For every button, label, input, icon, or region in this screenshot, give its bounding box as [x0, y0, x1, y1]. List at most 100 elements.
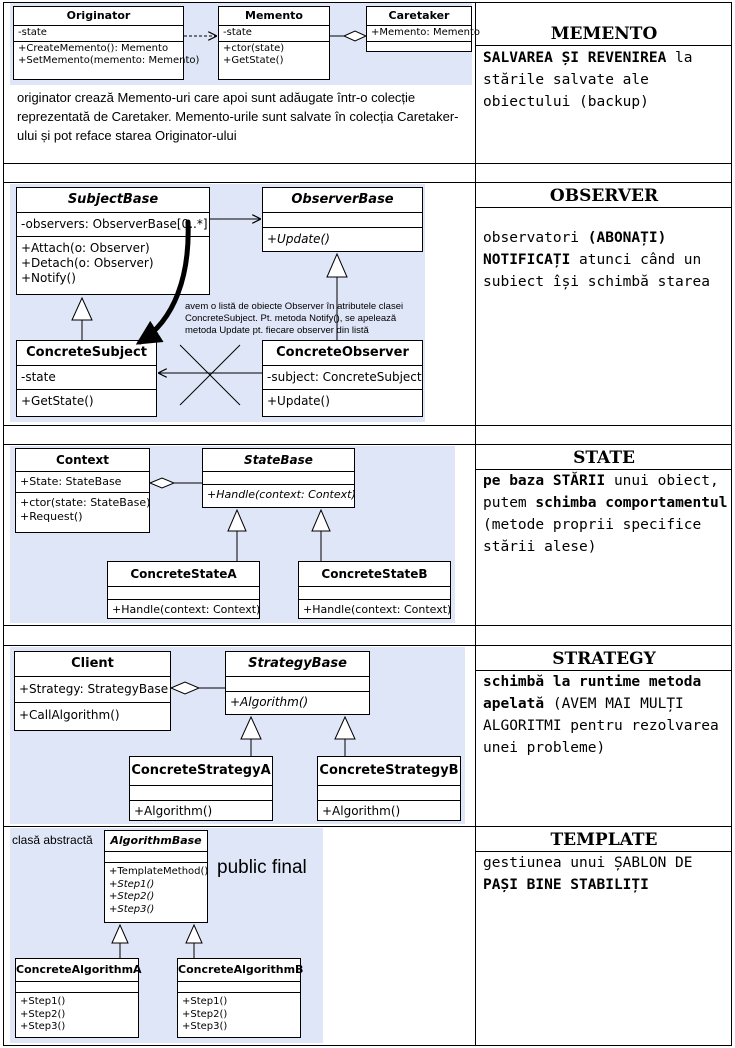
- class-state-base: StateBase +Handle(context: Context): [202, 448, 356, 508]
- class-attrs: [226, 677, 369, 692]
- class-concrete-subject: ConcreteSubject -state +GetState(): [16, 340, 157, 417]
- class-client: Client +Strategy: StrategyBase +CallAlgo…: [14, 651, 171, 731]
- class-ops: +GetState(): [21, 394, 94, 408]
- class-name: Caretaker: [367, 7, 471, 26]
- desc-fragment: (AVEM MAI MULȚI ALGORITMI pentru rezolva…: [483, 696, 719, 756]
- class-observer-base: ObserverBase +Update(): [262, 187, 423, 252]
- title-memento: MEMENTO: [550, 24, 658, 44]
- class-ops: +CreateMemento(): Memento+SetMemento(mem…: [18, 42, 200, 67]
- class-name: ConcreteObserver: [263, 341, 422, 366]
- desc-template: gestiunea unui ȘABLON DE PAȘI BINE STABI…: [483, 852, 728, 896]
- class-ops: +CallAlgorithm(): [19, 708, 120, 722]
- class-ops: [367, 42, 471, 54]
- class-concrete-state-a: ConcreteStateA +Handle(context: Context): [107, 561, 260, 619]
- class-memento: Memento -state +ctor(state)+GetState(): [218, 6, 330, 80]
- class-name: ObserverBase: [263, 188, 422, 213]
- class-ops: +TemplateMethod() +Step1() +Step2() +Ste…: [109, 866, 209, 915]
- class-attrs: [299, 587, 450, 600]
- class-name: ConcreteStateA: [108, 562, 259, 587]
- desc-memento: SALVAREA ȘI REVENIREA la stările salvate…: [483, 47, 728, 113]
- class-name: ConcreteStateB: [299, 562, 450, 587]
- class-name: SubjectBase: [17, 188, 209, 213]
- class-attrs: [108, 587, 259, 600]
- class-ops: +Update(): [267, 394, 330, 408]
- row-divider: [3, 163, 732, 164]
- class-name: Memento: [219, 7, 329, 26]
- desc-fragment: unui obiect, putem: [483, 473, 719, 511]
- class-attrs: -state: [17, 366, 156, 390]
- class-strategy-base: StrategyBase +Algorithm(): [225, 651, 370, 715]
- class-concrete-algorithm-a: ConcreteAlgorithmA +Step1() +Step2() +St…: [15, 958, 142, 1038]
- class-algorithm-base: AlgorithmBase +TemplateMethod() +Step1()…: [104, 830, 208, 923]
- class-attrs: [318, 786, 460, 801]
- title-template: TEMPLATE: [550, 830, 658, 850]
- class-attrs: [178, 982, 300, 993]
- class-concrete-state-b: ConcreteStateB +Handle(context: Context): [298, 561, 451, 619]
- class-ops: +Step1() +Step2() +Step3(): [182, 996, 228, 1032]
- desc-fragment: schimba comportamentul: [535, 495, 728, 511]
- desc-fragment: SALVAREA ȘI REVENIREA: [483, 50, 667, 66]
- class-concrete-strategy-a: ConcreteStrategyA +Algorithm(): [129, 756, 273, 821]
- public-final-label: public final: [217, 857, 307, 878]
- class-attrs: [105, 852, 207, 863]
- title-observer: OBSERVER: [549, 186, 659, 206]
- class-name: Originator: [14, 7, 183, 26]
- class-originator: Originator -state +CreateMemento(): Meme…: [13, 6, 200, 80]
- desc-state: pe baza STĂRII unui obiect, putem schimb…: [483, 470, 728, 558]
- class-attrs: [203, 472, 354, 485]
- class-concrete-strategy-b: ConcreteStrategyB +Algorithm(): [317, 756, 461, 821]
- class-name: ConcreteSubject: [17, 341, 156, 366]
- observer-note: avem o listă de obiecte Observer în atri…: [185, 301, 404, 336]
- class-ops: +Algorithm(): [134, 804, 213, 818]
- class-attrs: -subject: ConcreteSubject: [263, 366, 422, 390]
- class-name: AlgorithmBase: [105, 831, 207, 852]
- class-attrs: +Strategy: StrategyBase: [15, 677, 170, 703]
- abstract-class-label: clasă abstractă: [12, 833, 93, 847]
- class-name: ConcreteAlgorithmA: [16, 959, 142, 982]
- class-name: Client: [15, 652, 170, 677]
- class-attrs: [130, 786, 272, 801]
- class-name: ConcreteStrategyB: [318, 757, 460, 786]
- table-frame: [3, 2, 732, 1046]
- class-ops: +Algorithm(): [322, 804, 401, 818]
- class-concrete-observer: ConcreteObserver -subject: ConcreteSubje…: [262, 340, 423, 417]
- class-ops: +ctor(state)+GetState(): [223, 42, 285, 67]
- class-ops: +Handle(context: Context): [112, 603, 261, 616]
- desc-fragment: (ABONAȚI) NOTIFICAȚI: [483, 230, 667, 268]
- class-attrs: +State: StateBase: [16, 472, 149, 493]
- class-caretaker: Caretaker +Memento: Memento: [366, 6, 480, 54]
- desc-fragment: (metode proprii specifice stării alese): [483, 517, 702, 555]
- desc-fragment: PAȘI BINE STABILIȚI: [483, 877, 649, 893]
- desc-fragment: atunci când un subiect își schimbă stare…: [483, 252, 710, 290]
- class-ops: +Step1() +Step2() +Step3(): [20, 996, 66, 1032]
- class-name: ConcreteAlgorithmB: [178, 959, 303, 982]
- class-name: StateBase: [203, 449, 354, 472]
- class-ops: +ctor(state: StateBase)+Request(): [20, 495, 151, 523]
- class-concrete-algorithm-b: ConcreteAlgorithmB +Step1() +Step2() +St…: [177, 958, 303, 1038]
- title-state: STATE: [573, 448, 635, 468]
- desc-strategy: schimbă la runtime metoda apelată (AVEM …: [483, 671, 728, 759]
- class-ops: +Handle(context: Context): [207, 488, 356, 501]
- row-divider: [3, 625, 732, 626]
- memento-note: originator crează Memento-uri care apoi …: [17, 90, 459, 143]
- class-attrs: -state: [219, 26, 329, 42]
- column-divider: [475, 2, 476, 1046]
- class-context: Context +State: StateBase +ctor(state: S…: [15, 448, 150, 533]
- class-ops: +Update(): [267, 232, 330, 246]
- class-ops: +Attach(o: Observer)+Detach(o: Observer)…: [21, 241, 154, 285]
- row-divider: [3, 645, 732, 646]
- title-strategy: STRATEGY: [552, 649, 656, 669]
- row-divider: [3, 182, 732, 183]
- row-divider: [3, 826, 732, 827]
- row-divider: [3, 444, 732, 445]
- row-divider: [3, 425, 732, 426]
- class-attrs: +Memento: Memento: [367, 26, 480, 42]
- desc-fragment: schimbă la runtime metoda apelată: [483, 674, 702, 712]
- desc-fragment: observatori: [483, 230, 588, 246]
- class-attrs: -observers: ObserverBase[0..*]: [17, 213, 209, 237]
- class-name: StrategyBase: [226, 652, 369, 677]
- class-attrs: [16, 982, 138, 993]
- class-name: ConcreteStrategyA: [130, 757, 272, 786]
- class-attrs: -state: [14, 26, 183, 42]
- class-ops: +Algorithm(): [230, 695, 309, 709]
